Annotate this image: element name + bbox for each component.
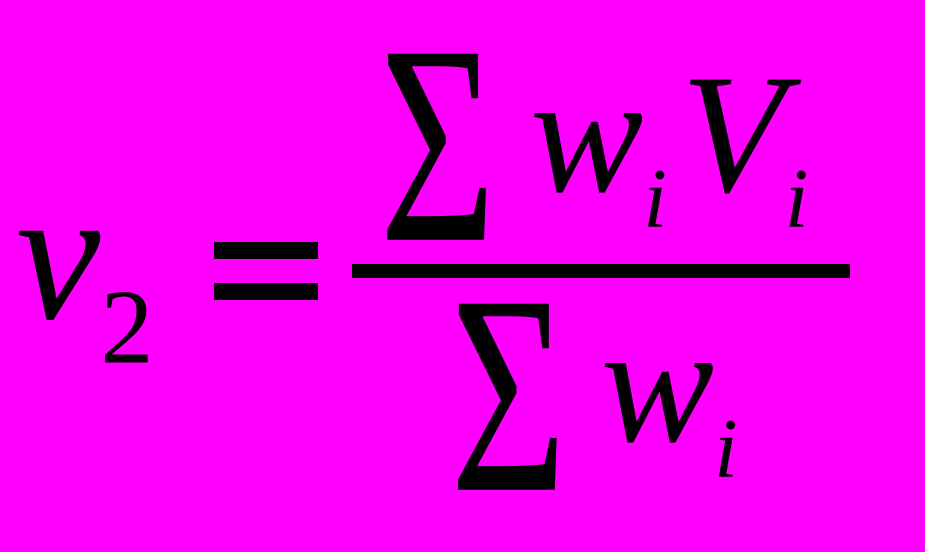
equals-bottom-bar — [213, 282, 318, 300]
term-wi: wi — [600, 290, 738, 491]
denominator: Σ wi — [422, 253, 779, 537]
variable-v: v — [16, 149, 101, 360]
subscript-i: i — [784, 151, 809, 246]
lhs-term: v2 — [16, 160, 154, 381]
numerator-terms: wiVi — [530, 49, 822, 242]
variable-w: w — [529, 40, 644, 229]
equals-top-bar — [213, 241, 318, 259]
variable-V: V — [680, 40, 785, 229]
term-wi: wi — [529, 40, 667, 241]
denominator-terms: wi — [601, 299, 752, 492]
term-Vi: Vi — [680, 40, 808, 241]
summation-symbol-numerator: Σ — [379, 0, 496, 302]
subscript-2: 2 — [100, 268, 154, 387]
variable-w: w — [600, 290, 715, 479]
numerator: Σ wiVi — [352, 3, 851, 287]
equals-sign: = — [213, 241, 318, 300]
subscript-i: i — [714, 401, 738, 496]
fraction-bar — [351, 263, 851, 278]
subscript-i: i — [643, 151, 667, 246]
fraction: Σ wiVi Σ wi — [351, 3, 851, 537]
summation-symbol-denominator: Σ — [450, 237, 567, 552]
